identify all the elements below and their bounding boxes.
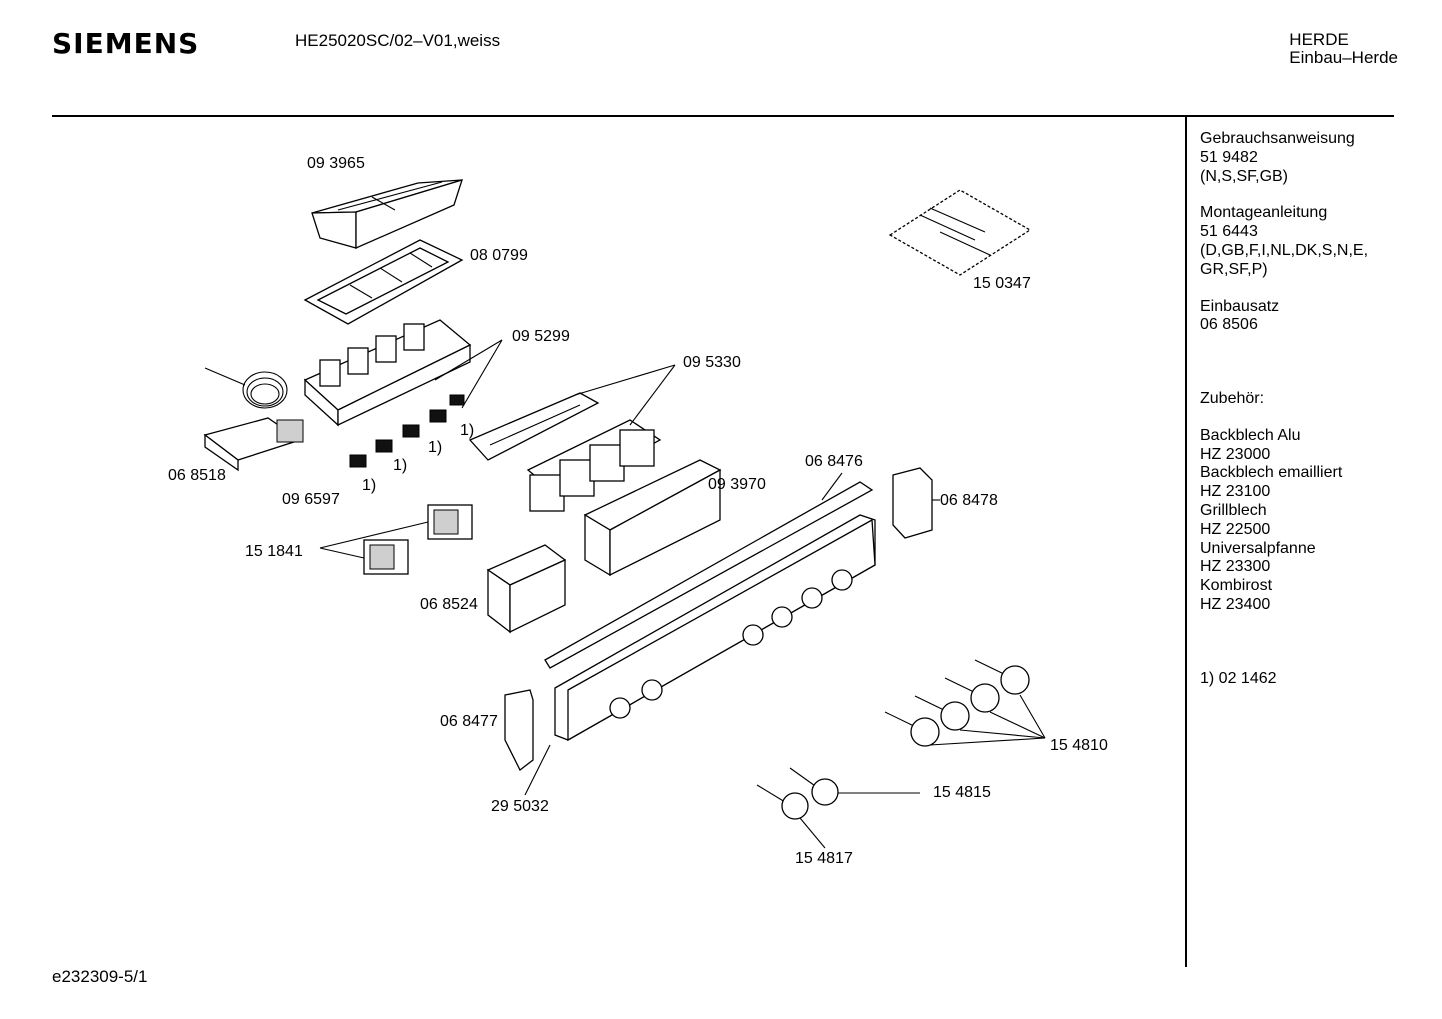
part-bracket-plate	[468, 392, 600, 461]
sidebar-line	[1200, 353, 1430, 372]
leader-lines	[319, 339, 1046, 849]
sidebar-line: HZ 22500	[1200, 520, 1271, 538]
category-sub: Einbau–Herde	[1289, 48, 1398, 67]
brand-logo: SIEMENS	[52, 27, 200, 60]
sidebar-block: Zubehör:	[1200, 390, 1430, 409]
sidebar-line: (D,GB,F,I,NL,DK,S,N,E,	[1200, 241, 1369, 259]
part-small-switches	[349, 394, 465, 468]
sidebar-line: HZ 23300	[1200, 558, 1271, 576]
label-096597: 09 6597	[282, 491, 340, 508]
sidebar-line: Kombirost	[1200, 577, 1273, 595]
sidebar-line: Backblech emailliert	[1200, 464, 1343, 482]
label-150347: 15 0347	[973, 275, 1031, 292]
sidebar-line: 51 6443	[1200, 223, 1258, 241]
label-154815: 15 4815	[933, 784, 991, 801]
part-screw-bag	[888, 189, 1032, 276]
sidebar-line: Grillblech	[1200, 501, 1267, 519]
sidebar-line: HZ 23100	[1200, 483, 1271, 501]
part-side-bracket	[486, 544, 567, 634]
label-093965: 09 3965	[307, 155, 365, 172]
sidebar-line: HZ 23000	[1200, 445, 1271, 463]
model-number: HE25020SC/02–V01,weiss	[295, 31, 501, 50]
part-trim-strip	[544, 481, 874, 669]
part-tray	[311, 179, 463, 249]
sidebar-line: Universalpfanne	[1200, 539, 1316, 557]
footnote-marker: 1)	[428, 439, 442, 456]
label-151841: 15 1841	[245, 543, 303, 560]
sidebar-line: (N,S,SF,GB)	[1200, 167, 1289, 185]
sidebar-line: Einbausatz	[1200, 297, 1280, 315]
label-095330: 09 5330	[683, 354, 741, 371]
sidebar-line: 06 8506	[1200, 316, 1258, 334]
sidebar-line: Zubehör:	[1200, 389, 1265, 407]
label-068518: 06 8518	[168, 467, 226, 484]
label-068524: 06 8524	[420, 596, 478, 613]
sidebar-line: 51 9482	[1200, 148, 1258, 166]
part-indicator-lamps	[363, 504, 473, 575]
label-068476: 06 8476	[805, 453, 863, 470]
sidebar-line: Gebrauchsanweisung	[1200, 130, 1355, 147]
sidebar-block	[1200, 353, 1430, 372]
sidebar-line: HZ 23400	[1200, 595, 1271, 613]
part-thermostat	[203, 367, 304, 472]
label-068477: 06 8477	[440, 713, 498, 730]
part-switch-block	[303, 319, 472, 427]
part-control-panel	[554, 514, 876, 742]
sidebar-block	[1200, 633, 1430, 652]
label-154810: 15 4810	[1050, 737, 1108, 754]
category: HERDE Einbau–Herde	[1289, 31, 1398, 67]
part-switch-housings	[526, 419, 662, 512]
part-left-hinge	[504, 689, 534, 771]
document-id: e232309-5/1	[52, 967, 148, 986]
part-knobs	[756, 659, 1030, 820]
label-154817: 15 4817	[795, 850, 853, 867]
part-mounting-rail	[583, 459, 722, 577]
sidebar-rule	[1185, 117, 1187, 967]
footnote-marker: 1)	[393, 457, 407, 474]
footnote-marker: 1)	[362, 477, 376, 494]
part-right-hinge	[892, 467, 933, 539]
exploded-parts-diagram: 09 3965 08 0799 09 5299 09 5330 15 0347 …	[168, 155, 1108, 867]
sidebar-line: Montageanleitung	[1200, 204, 1328, 222]
sidebar-line: 1) 02 1462	[1200, 669, 1277, 687]
sidebar-line: Backblech Alu	[1200, 426, 1301, 444]
sidebar-block: 1) 02 1462	[1200, 670, 1430, 689]
label-093970: 09 3970	[708, 476, 766, 493]
part-frame	[303, 239, 464, 325]
label-080799: 08 0799	[470, 247, 528, 264]
category-main: HERDE	[1289, 30, 1349, 49]
label-095299: 09 5299	[512, 328, 570, 345]
sidebar-line: GR,SF,P)	[1200, 260, 1268, 278]
footnote-marker: 1)	[460, 422, 474, 439]
label-295032: 29 5032	[491, 798, 549, 815]
header-rule	[52, 115, 1394, 117]
sidebar-line	[1200, 633, 1430, 652]
label-068478: 06 8478	[940, 492, 998, 509]
